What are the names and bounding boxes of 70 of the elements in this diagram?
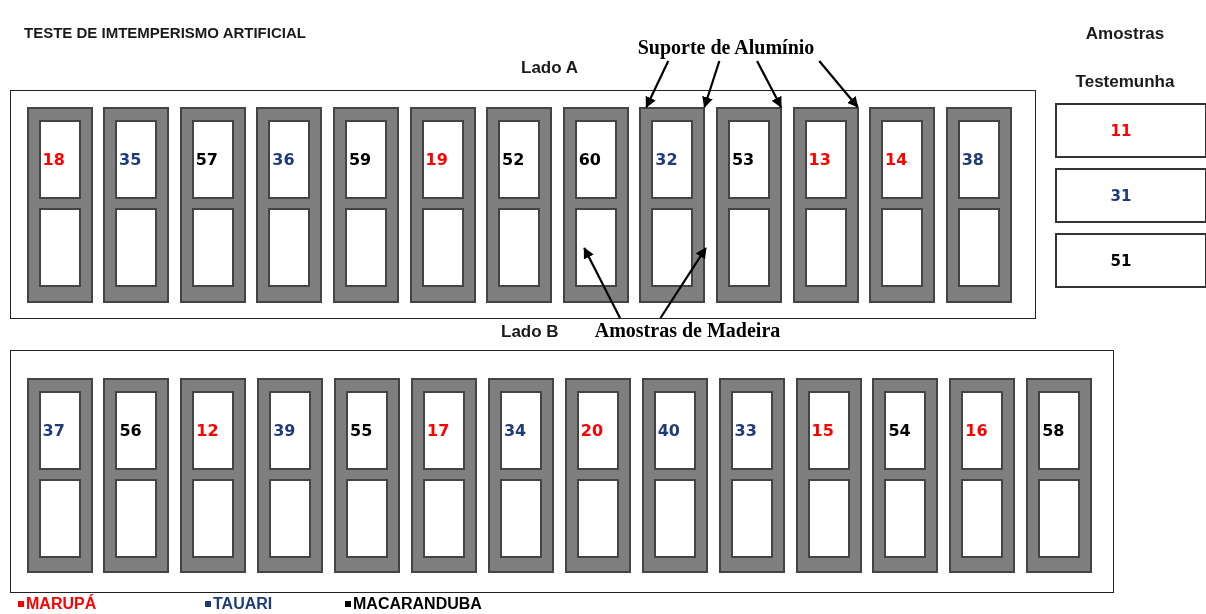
panel-heading: Lado A	[521, 58, 578, 78]
sample-number: 60	[578, 149, 601, 169]
aluminum-holder	[949, 377, 1016, 573]
aluminum-holder	[564, 377, 631, 573]
arrow	[818, 60, 859, 108]
reference-sample-box: 31	[1055, 168, 1206, 223]
legend-label: MARUPÁ	[26, 594, 97, 613]
aluminum-holder	[334, 377, 401, 573]
sample-number: 16	[965, 420, 988, 440]
callout-label: Amostras de Madeira	[575, 318, 800, 343]
sample-number: 57	[195, 149, 218, 169]
legend-label: TAUARI	[213, 594, 273, 613]
sample-number: 53	[731, 149, 755, 169]
aluminum-holder	[26, 377, 93, 573]
aluminum-holder	[795, 377, 862, 573]
sample-number: 36	[272, 149, 295, 169]
sample-number: 37	[42, 420, 65, 440]
aluminum-holder	[411, 377, 477, 573]
sample-number: 33	[734, 420, 757, 440]
aluminum-holder	[257, 377, 324, 573]
aluminum-holder	[103, 106, 170, 303]
sample-number: 12	[196, 420, 219, 440]
arrow	[702, 60, 721, 109]
sample-number: 38	[961, 149, 984, 169]
aluminum-holder	[562, 106, 629, 303]
sample-number: 52	[502, 149, 525, 169]
sample-number: 19	[425, 149, 448, 169]
sample-number: 17	[427, 420, 450, 440]
section-heading: Amostras Testemunha	[1074, 23, 1176, 93]
panel-heading: Lado B	[501, 322, 559, 342]
sample-number: 14	[885, 149, 908, 169]
arrow	[645, 60, 670, 108]
sample-number: 35	[119, 149, 142, 169]
sample-number: 15	[811, 420, 834, 440]
callout-label: Suporte de Alumínio	[615, 33, 837, 61]
aluminum-holder	[332, 106, 399, 303]
aluminum-holder	[103, 377, 170, 573]
aluminum-holder	[945, 106, 1012, 303]
aluminum-holder	[486, 106, 553, 303]
aluminum-holder	[1026, 377, 1093, 573]
aluminum-holder	[872, 377, 939, 573]
sample-number: 13	[808, 149, 831, 169]
reference-sample-box: 11	[1055, 103, 1206, 158]
aluminum-holder	[26, 106, 93, 303]
sample-number: 59	[348, 149, 372, 169]
aluminum-holder	[639, 106, 706, 303]
sample-number: 20	[580, 420, 604, 440]
sample-number: 58	[1042, 420, 1065, 440]
aluminum-holder	[256, 106, 323, 303]
sample-number: 32	[655, 149, 678, 169]
sample-number: 55	[350, 420, 373, 440]
sample-number: 39	[273, 420, 296, 440]
aluminum-holder	[180, 377, 247, 573]
aluminum-holder	[718, 377, 785, 573]
aluminum-holder	[641, 377, 708, 573]
sample-number: 56	[119, 420, 142, 440]
sample-number: 18	[42, 149, 65, 169]
aluminum-holder	[715, 106, 782, 303]
sample-number: 34	[503, 420, 527, 440]
aluminum-holder	[792, 106, 859, 303]
aluminum-holder	[409, 106, 476, 303]
sample-number: 54	[888, 420, 911, 440]
aluminum-holder	[179, 106, 246, 303]
aluminum-holder	[487, 377, 554, 573]
reference-sample-box: 51	[1055, 233, 1206, 288]
sample-number: 40	[657, 420, 680, 440]
aluminum-holder	[869, 106, 936, 303]
diagram-title: TESTE DE IMTEMPERISMO ARTIFICIAL	[24, 24, 306, 41]
legend-label: MACARANDUBA	[353, 594, 482, 613]
arrow	[756, 60, 783, 108]
